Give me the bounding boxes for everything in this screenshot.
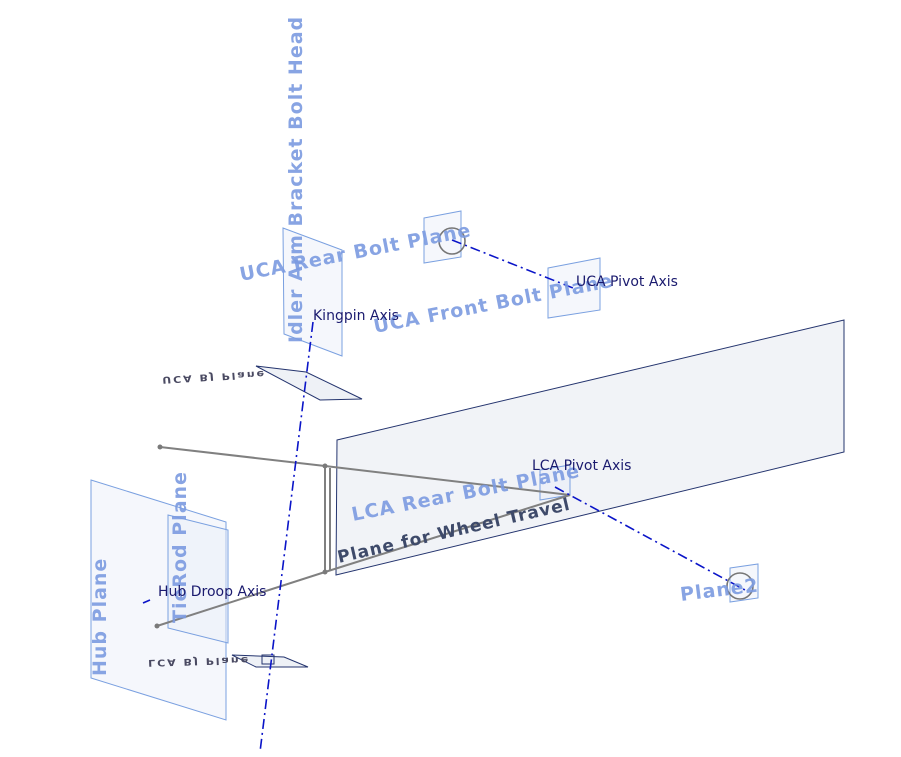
upper-link-line-2 xyxy=(324,465,571,496)
lca-bj-marker xyxy=(261,654,275,665)
plane2-circle xyxy=(726,572,754,600)
uca-rear-bolt-plane[interactable] xyxy=(423,210,462,264)
kingpin-axis-label: Kingpin Axis xyxy=(313,308,399,324)
link-node xyxy=(322,569,328,575)
plane-for-wheel-travel[interactable] xyxy=(335,319,845,576)
hub-plane-label: Hub Plane xyxy=(89,558,111,676)
link-node xyxy=(154,623,160,629)
hub-droop-axis-line[interactable] xyxy=(142,599,151,604)
lower-link-line-2 xyxy=(324,494,571,573)
uca-rear-pivot-circle xyxy=(438,227,466,255)
hub-droop-axis-label: Hub Droop Axis xyxy=(158,584,266,600)
plane2-label: Plane2 xyxy=(679,575,760,606)
uca-pivot-axis-label: UCA Pivot Axis xyxy=(576,274,678,290)
tierod-plane-label: TieRod Plane xyxy=(169,471,191,623)
link-node xyxy=(157,444,163,450)
lower-link-line xyxy=(156,571,326,627)
kingpin-axis-line[interactable] xyxy=(259,321,314,753)
upper-link-line xyxy=(159,446,326,467)
uca-pivot-axis-line[interactable] xyxy=(451,239,574,289)
uca-front-bolt-plane[interactable] xyxy=(547,257,601,319)
idler-arm-bracket-label: Idler Arm Bracket Bolt Head xyxy=(285,16,307,343)
link-node xyxy=(322,463,328,469)
lca-bj-plane[interactable] xyxy=(231,654,309,668)
lca-pivot-axis-line[interactable] xyxy=(554,486,746,591)
tierod-plane[interactable] xyxy=(167,514,229,644)
idler-arm-bracket-plane[interactable] xyxy=(282,227,343,357)
uca-bj-plane[interactable] xyxy=(255,365,363,401)
uca-bj-plane-label: UCA BJ Plane xyxy=(162,368,267,384)
lca-bj-plane-label: LCA BJ Plane xyxy=(148,654,250,667)
lca-pivot-axis-label: LCA Pivot Axis xyxy=(532,458,631,474)
hub-plane[interactable] xyxy=(90,479,227,721)
